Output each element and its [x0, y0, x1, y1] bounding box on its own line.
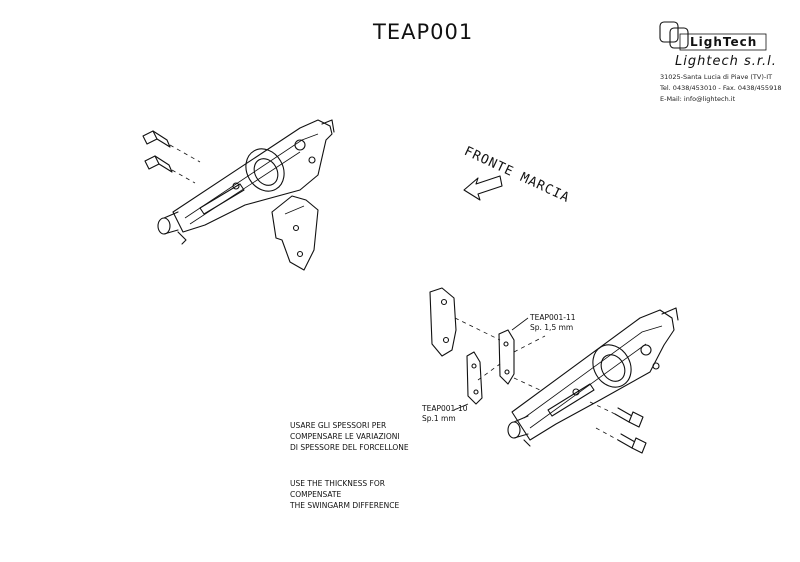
- lower-bolt-1: [589, 401, 644, 428]
- left-chain-adjuster: [142, 119, 335, 271]
- spacer-11-code: TEAP001-11: [530, 313, 576, 322]
- company-phone-fax: Tel. 0438/453010 - Fax. 0438/455918: [660, 84, 782, 92]
- lightech-logo: [659, 21, 767, 51]
- lower-bolt-2: [595, 427, 647, 454]
- italian-note-line-1: USARE GLI SPESSORI PER: [290, 421, 387, 430]
- spacer-11-label: TEAP001-11 Sp. 1,5 mm: [530, 313, 576, 333]
- spacer-plate-large: [429, 287, 457, 357]
- spacer-11-spec: Sp. 1,5 mm: [530, 323, 574, 332]
- company-name: Lightech s.r.l.: [675, 54, 777, 69]
- spacer-plate-11: [498, 329, 515, 385]
- english-note-line-3: THE SWINGARM DIFFERENCE: [290, 501, 400, 510]
- italian-note: USARE GLI SPESSORI PER COMPENSARE LE VAR…: [290, 420, 409, 453]
- spacer-10-label: TEAP001-10 Sp.1 mm: [422, 404, 468, 424]
- english-note-line-2: COMPENSATE: [290, 490, 342, 499]
- logo-text: LighTech: [690, 35, 758, 49]
- company-email: E-Mail: info@lightech.it: [660, 95, 736, 103]
- italian-note-line-3: DI SPESSORE DEL FORCELLONE: [290, 443, 409, 452]
- company-address: 31025-Santa Lucia di Piave (TV)-IT: [660, 73, 773, 81]
- english-note: USE THE THICKNESS FOR COMPENSATE THE SWI…: [290, 478, 399, 511]
- spacer-10-spec: Sp.1 mm: [422, 414, 456, 423]
- upper-bolt-1: [142, 130, 201, 163]
- right-chain-adjuster: [429, 287, 679, 454]
- english-note-line-1: USE THE THICKNESS FOR: [290, 479, 385, 488]
- spacer-plate-10: [466, 351, 483, 405]
- direction-arrow-icon: [463, 175, 503, 201]
- italian-note-line-2: COMPENSARE LE VARIAZIONI: [290, 432, 400, 441]
- upper-bolt-2: [144, 155, 196, 184]
- spacer-10-code: TEAP001-10: [422, 404, 468, 413]
- drawing-code-title: TEAP001: [373, 20, 474, 44]
